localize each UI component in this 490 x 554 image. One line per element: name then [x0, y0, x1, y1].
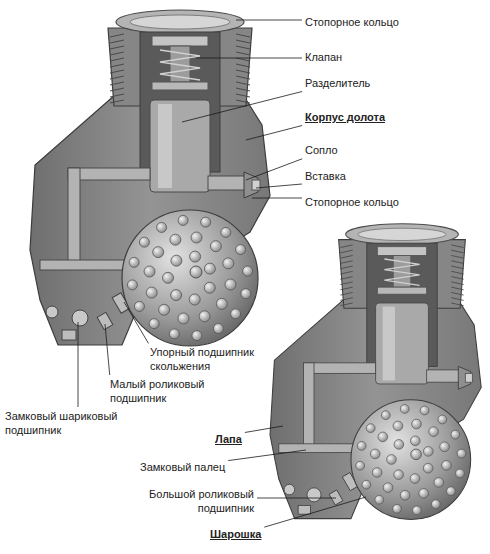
leader-line: [245, 426, 283, 432]
part-label: Клапан: [305, 51, 342, 65]
part-label: Упорный подшипник скольжения: [150, 346, 270, 374]
leader-line: [256, 184, 302, 188]
part-label: Большой роликовый подшипник: [140, 488, 254, 516]
leader-line: [236, 20, 302, 21]
part-label: Стопорное кольцо: [305, 16, 399, 30]
leader-line: [228, 450, 306, 461]
leader-line: [182, 91, 302, 122]
part-label: Сопло: [305, 144, 338, 158]
part-label: Лапа: [215, 433, 242, 447]
leader-line: [196, 58, 302, 59]
part-label: Стопорное кольцо: [305, 196, 399, 210]
part-label: Замковый палец: [140, 461, 225, 475]
leader-line: [246, 126, 302, 140]
leader-line: [246, 159, 302, 180]
part-label: Шарошка: [210, 528, 261, 542]
leader-line: [264, 497, 366, 527]
part-label: Вставка: [305, 170, 346, 184]
part-label: Замковый шариковый подшипник: [5, 410, 120, 438]
drill-bit-upper: [30, 10, 270, 346]
leader-line: [252, 198, 302, 199]
part-label: Корпус долота: [305, 111, 385, 125]
leader-line: [124, 302, 148, 343]
part-label: Разделитель: [305, 77, 370, 91]
part-label: Малый роликовый подшипник: [110, 378, 205, 406]
leader-line: [257, 498, 336, 499]
drill-bit-lower: [270, 224, 481, 520]
leader-line: [78, 322, 79, 407]
leader-line: [105, 324, 110, 375]
